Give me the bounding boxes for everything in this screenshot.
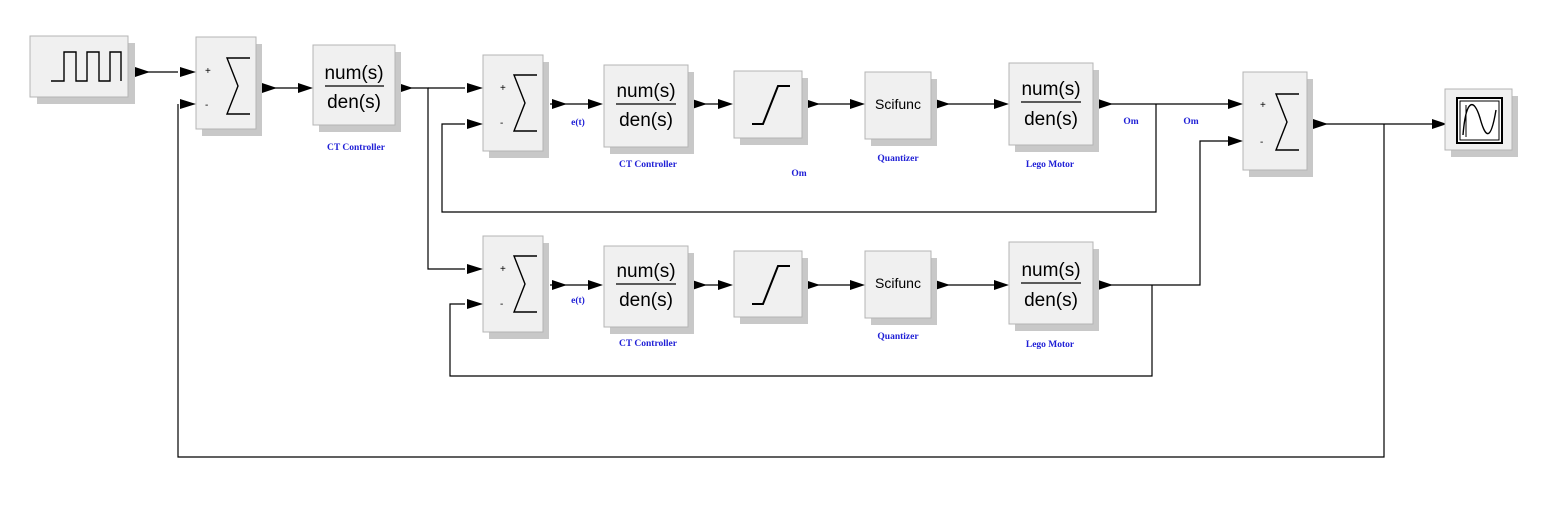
arrowheads [135, 67, 1447, 309]
label-om-saturation: Om [791, 169, 806, 179]
sum-plus-sign: + [500, 264, 506, 275]
tf-denominator: den(s) [1024, 290, 1078, 311]
arrow-generator-out [135, 67, 150, 77]
sum-plus-sign: + [500, 83, 506, 94]
wire-upper-feedback[interactable] [441, 104, 1157, 213]
label-quantizer-lower: Quantizer [877, 332, 919, 342]
tf-numerator: num(s) [1021, 79, 1080, 100]
oscilloscope-icon [1456, 97, 1503, 144]
label-om-motor-output: Om [1123, 117, 1138, 127]
scifunc-block-lower[interactable]: Scifunc [864, 250, 937, 325]
label-quantizer-upper: Quantizer [877, 154, 919, 164]
sum-block-final[interactable]: + - [1242, 71, 1313, 177]
transfer-function-block-upper-controller[interactable]: num(s) den(s) [603, 64, 694, 154]
saturation-icon [752, 265, 790, 305]
scifunc-label: Scifunc [875, 96, 921, 112]
tf-numerator: num(s) [1021, 260, 1080, 281]
arrow-sum-lower-out [552, 280, 567, 290]
arrow-sat-lower-out [805, 280, 820, 290]
arrow-ctrl-lower-out [692, 280, 707, 290]
scifunc-block-upper[interactable]: Scifunc [864, 71, 937, 146]
summation-sigma-icon [512, 255, 537, 313]
sum-block-input[interactable]: + - [195, 36, 262, 136]
sum-minus-sign: - [500, 299, 503, 310]
wire-lower-feedback[interactable] [449, 285, 1153, 377]
arrow-sum-upper-in-plus [467, 83, 483, 93]
arrow-sum-upper-out [552, 99, 567, 109]
label-ct-controller-outer: CT Controller [327, 143, 386, 153]
label-ct-controller-lower: CT Controller [619, 339, 678, 349]
scifunc-label: Scifunc [875, 275, 921, 291]
arrow-ctrl-upper-in [588, 99, 603, 109]
tf-numerator: num(s) [324, 63, 383, 84]
arrow-quant-lower-in [850, 280, 865, 290]
arrow-sum1-in-minus [180, 99, 196, 109]
summation-sigma-icon [225, 57, 250, 115]
wire-outer-feedback[interactable] [177, 104, 1385, 458]
tf-denominator: den(s) [619, 110, 673, 131]
arrow-sat-upper-in [718, 99, 733, 109]
tf-numerator: num(s) [616, 81, 675, 102]
arrow-controller-in [298, 83, 313, 93]
tf-denominator: den(s) [1024, 109, 1078, 130]
scope-block[interactable] [1444, 88, 1518, 157]
arrow-motor-lower-out [1098, 280, 1113, 290]
label-ct-controller-upper: CT Controller [619, 160, 678, 170]
transfer-function-block-lower-motor[interactable]: num(s) den(s) [1008, 241, 1099, 331]
arrow-sum1-in-plus [180, 67, 196, 77]
arrow-scope-in [1432, 119, 1447, 129]
transfer-function-block-upper-motor[interactable]: num(s) den(s) [1008, 62, 1099, 152]
arrow-ctrl-upper-out [692, 99, 707, 109]
arrow-motor-upper-out [1098, 99, 1113, 109]
arrow-sum-lower-in-plus [467, 264, 483, 274]
label-error-lower: e(t) [571, 295, 585, 306]
wire-controller-to-inner-sums[interactable] [398, 87, 465, 270]
sum-block-lower[interactable]: + - [482, 235, 549, 339]
label-lego-motor-lower: Lego Motor [1026, 340, 1075, 350]
summation-sigma-icon [1274, 93, 1299, 151]
arrow-quant-upper-out [935, 99, 950, 109]
arrow-motor-lower-in [994, 280, 1009, 290]
tf-numerator: num(s) [616, 261, 675, 282]
arrow-sat-lower-in [718, 280, 733, 290]
arrow-quant-upper-in [850, 99, 865, 109]
sum-minus-sign: - [500, 118, 503, 129]
transfer-function-block-outer-controller[interactable]: num(s) den(s) [312, 44, 401, 132]
label-error-upper: e(t) [571, 117, 585, 128]
arrow-sat-upper-out [805, 99, 820, 109]
tf-denominator: den(s) [619, 290, 673, 311]
label-lego-motor-upper: Lego Motor [1026, 160, 1075, 170]
arrow-sum-final-out [1313, 119, 1328, 129]
summation-sigma-icon [512, 74, 537, 132]
arrow-sum-final-in-minus [1228, 136, 1243, 146]
arrow-sum1-out [262, 83, 277, 93]
tf-denominator: den(s) [327, 92, 381, 113]
wire-motor-lower-to-sum-final[interactable] [1098, 140, 1228, 286]
arrow-sum-final-in-plus [1228, 99, 1243, 109]
arrow-quant-lower-out [935, 280, 950, 290]
label-om-sum-input: Om [1183, 117, 1198, 127]
arrow-controller-out [398, 83, 413, 93]
arrow-ctrl-lower-in [588, 280, 603, 290]
saturation-icon [752, 85, 790, 125]
saturation-block-lower[interactable] [733, 250, 808, 324]
sum-plus-sign: + [1260, 100, 1266, 111]
square-wave-generator-block[interactable] [29, 35, 135, 104]
arrow-sum-upper-in-minus [467, 119, 483, 129]
sum-plus-sign: + [205, 66, 211, 77]
sum-block-upper[interactable]: + - [482, 54, 549, 158]
transfer-function-block-lower-controller[interactable]: num(s) den(s) [603, 245, 694, 334]
sum-minus-sign: - [1260, 137, 1263, 148]
saturation-block-upper[interactable] [733, 70, 808, 145]
sum-minus-sign: - [205, 100, 208, 111]
square-wave-generator-icon [51, 51, 122, 82]
arrow-motor-upper-in [994, 99, 1009, 109]
arrow-sum-lower-in-minus [467, 299, 483, 309]
